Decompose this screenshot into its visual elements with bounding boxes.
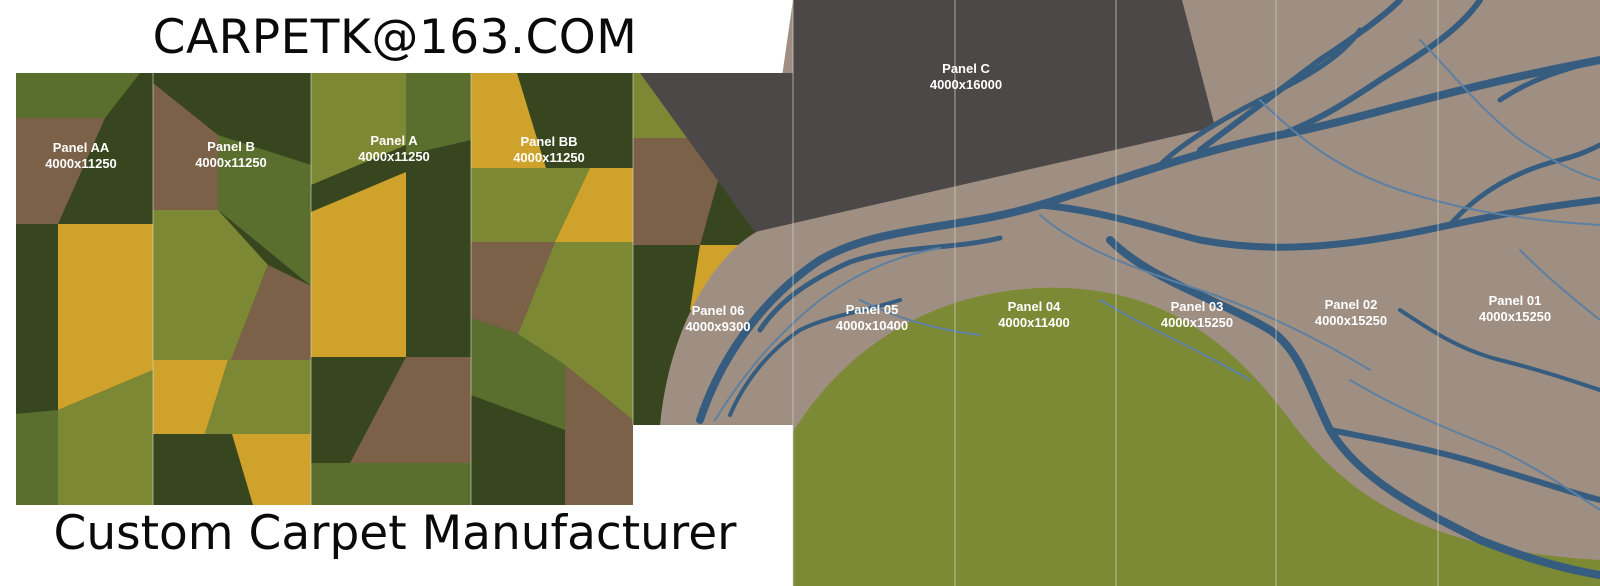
panel-name: Panel 03 — [1170, 299, 1224, 314]
panel-size: 4000x15250 — [1160, 315, 1234, 330]
panel-size: 4000x11250 — [513, 150, 585, 165]
panel-name: Panel 02 — [1324, 297, 1378, 312]
panel-label-04: Panel 04 4000x11400 — [974, 299, 1094, 331]
panel-size: 4000x10400 — [835, 318, 909, 333]
panel-label-02: Panel 02 4000x15250 — [1291, 297, 1411, 329]
panel-name: Panel 01 — [1488, 293, 1542, 308]
contact-email: CARPETK@163.COM — [152, 10, 638, 65]
panel-name: Panel BB — [520, 134, 578, 149]
panel-label-05: Panel 05 4000x10400 — [812, 302, 932, 334]
panel-label-b: Panel B 4000x11250 — [171, 139, 291, 171]
panel-size: 4000x11250 — [358, 149, 430, 164]
panel-size: 4000x16000 — [929, 77, 1003, 92]
panel-size: 4000x11250 — [45, 156, 117, 171]
panel-a-artwork — [311, 73, 471, 505]
panel-name: Panel C — [942, 61, 990, 76]
panel-label-aa: Panel AA 4000x11250 — [21, 140, 141, 172]
panel-label-a: Panel A 4000x11250 — [334, 133, 454, 165]
panel-size: 4000x11400 — [998, 315, 1070, 330]
panel-size: 4000x9300 — [685, 319, 751, 334]
panel-b-artwork — [153, 73, 311, 505]
panel-label-01: Panel 01 4000x15250 — [1455, 293, 1575, 325]
panel-label-03: Panel 03 4000x15250 — [1137, 299, 1257, 331]
panel-label-c: Panel C 4000x16000 — [906, 61, 1026, 93]
panel-label-06: Panel 06 4000x9300 — [658, 303, 778, 335]
panel-name: Panel B — [207, 139, 255, 154]
panel-size: 4000x15250 — [1314, 313, 1388, 328]
panel-name: Panel A — [370, 133, 418, 148]
panel-name: Panel 05 — [845, 302, 899, 317]
panel-label-bb: Panel BB 4000x11250 — [489, 134, 609, 166]
panel-size: 4000x15250 — [1478, 309, 1552, 324]
panel-aa-artwork — [16, 73, 153, 505]
company-tagline: Custom Carpet Manufacturer — [53, 506, 737, 561]
panel-bb-artwork — [471, 73, 633, 505]
panel-name: Panel AA — [52, 140, 110, 155]
panel-name: Panel 06 — [691, 303, 745, 318]
panel-size: 4000x11250 — [195, 155, 267, 170]
panel-name: Panel 04 — [1007, 299, 1061, 314]
river-carpet — [633, 0, 1600, 586]
